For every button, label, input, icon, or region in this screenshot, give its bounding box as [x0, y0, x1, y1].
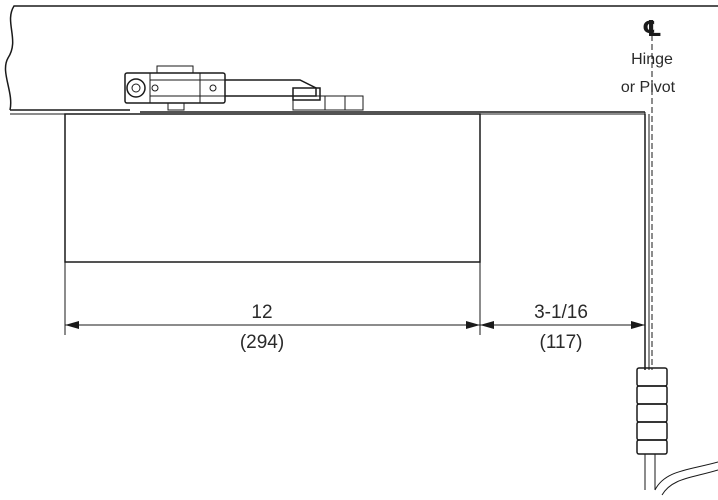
closer-body [64, 113, 481, 263]
dimension-arrow-right [466, 321, 480, 329]
door-edge [644, 26, 653, 370]
dim-offset-to-hinge: 3-1/16 [534, 302, 588, 323]
centerline-note-line1: Hinge [631, 51, 673, 68]
closer-arm-assembly [124, 65, 364, 111]
header-frame [4, 5, 718, 115]
dimension-arrow-left-2 [480, 321, 494, 329]
dim-closer-length: 12 [251, 302, 272, 323]
dimension-arrow-left [65, 321, 79, 329]
dim-closer-length-mm: (294) [240, 332, 284, 353]
centerline-symbol: ℄ [642, 17, 662, 42]
centerline-note-line2: or Pivot [621, 79, 676, 96]
hinge-knuckles [636, 367, 718, 496]
dimension-lines [64, 262, 645, 335]
dimension-arrow-right-2 [631, 321, 645, 329]
dim-offset-to-hinge-mm: (117) [540, 332, 583, 353]
